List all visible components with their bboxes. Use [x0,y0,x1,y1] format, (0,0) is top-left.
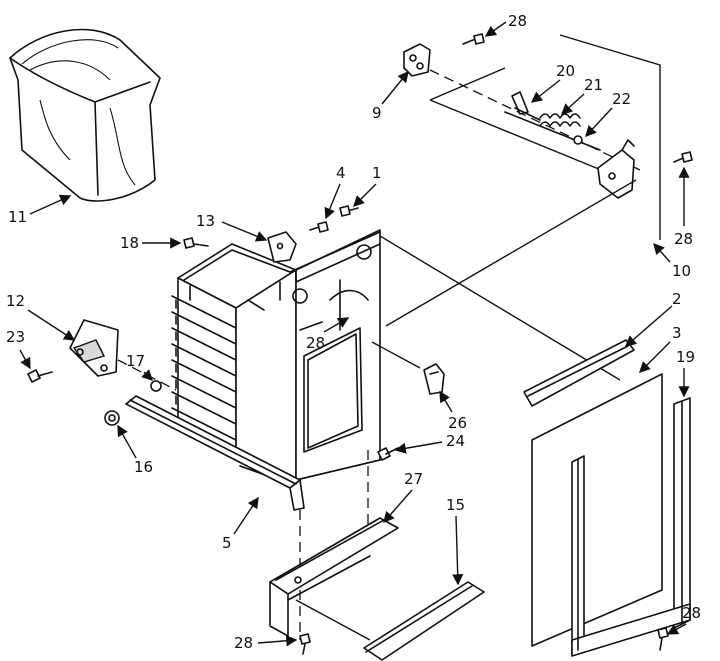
part-11-liner-bag [9,28,161,202]
part-1-screw [339,205,359,217]
upper-hinge-bracket [597,139,693,199]
label-17: 17 [126,352,145,370]
callout-28-top: 28 [484,12,527,37]
callout-28-right: 28 [674,166,693,248]
part-17-nut [150,380,162,392]
part-20-rod [511,91,541,121]
label-11: 11 [8,208,27,226]
label-19: 19 [676,348,695,366]
label-22: 22 [612,90,631,108]
label-23: 23 [6,328,25,346]
callout-18: 18 [120,234,182,252]
callout-26: 26 [439,390,467,432]
part-15-handle [295,581,485,661]
callout-15: 15 [446,496,465,586]
label-1: 1 [372,164,382,182]
part-21-spring [504,111,601,151]
label-21: 21 [584,76,603,94]
part-18-screw [183,237,209,249]
part-16-knob [104,410,120,426]
callout-20: 20 [530,62,575,103]
part-19-door-frame [571,397,691,657]
callout-4: 4 [324,164,346,220]
callout-28-middle: 28 [306,317,350,352]
part-9-hinge-bracket [403,43,431,77]
label-28-bottom: 28 [234,634,253,652]
label-18: 18 [120,234,139,252]
part-13-bracket [267,231,297,263]
callout-12: 12 [6,292,76,341]
label-24: 24 [446,432,465,450]
part-28-screw-top [462,33,485,45]
part-3-door-panel [531,373,663,647]
part-2-door-trim [523,339,635,407]
label-28-middle: 28 [306,334,325,352]
callout-23: 23 [6,328,31,370]
callout-28-bottom-right: 28 [666,604,701,635]
part-27-drawer-front [269,517,399,637]
callout-27: 27 [383,470,423,524]
label-10: 10 [672,262,691,280]
callout-3: 3 [639,324,682,373]
part-23-screw [27,369,53,383]
callout-9: 9 [372,70,409,122]
part-28-screw-bottom-right [657,627,669,651]
label-3: 3 [672,324,682,342]
part-26-clip [423,363,445,395]
label-16: 16 [134,458,153,476]
callout-24: 24 [394,432,465,454]
callout-1: 1 [353,164,382,207]
part-24-screw [377,447,399,461]
label-9: 9 [372,104,382,122]
label-4: 4 [336,164,346,182]
callout-21: 21 [560,76,603,115]
label-20: 20 [556,62,575,80]
label-28-bottom-right: 28 [682,604,701,622]
label-26: 26 [448,414,467,432]
label-27: 27 [404,470,423,488]
callout-5: 5 [222,496,259,552]
label-5: 5 [222,534,232,552]
callout-2: 2 [624,290,682,347]
label-2: 2 [672,290,682,308]
part-22-washer [573,135,583,145]
callout-28-bottom: 28 [234,634,298,652]
cabinet-body [171,229,381,487]
callout-13: 13 [196,212,268,242]
label-13: 13 [196,212,215,230]
part-5-bottom-rail [117,359,305,511]
label-15: 15 [446,496,465,514]
part-10-panel-outline [429,34,661,240]
label-12: 12 [6,292,25,310]
callout-17: 17 [126,352,153,381]
part-28-screw-bottom [299,633,311,655]
callout-16: 16 [117,424,153,476]
part-12-hinge-plate [69,319,119,377]
callout-19: 19 [676,348,695,398]
label-28-right: 28 [674,230,693,248]
callout-10: 10 [653,242,691,280]
label-28-top: 28 [508,12,527,30]
part-4-screw [309,221,329,233]
callout-22: 22 [585,90,631,138]
callout-11: 11 [8,194,72,226]
